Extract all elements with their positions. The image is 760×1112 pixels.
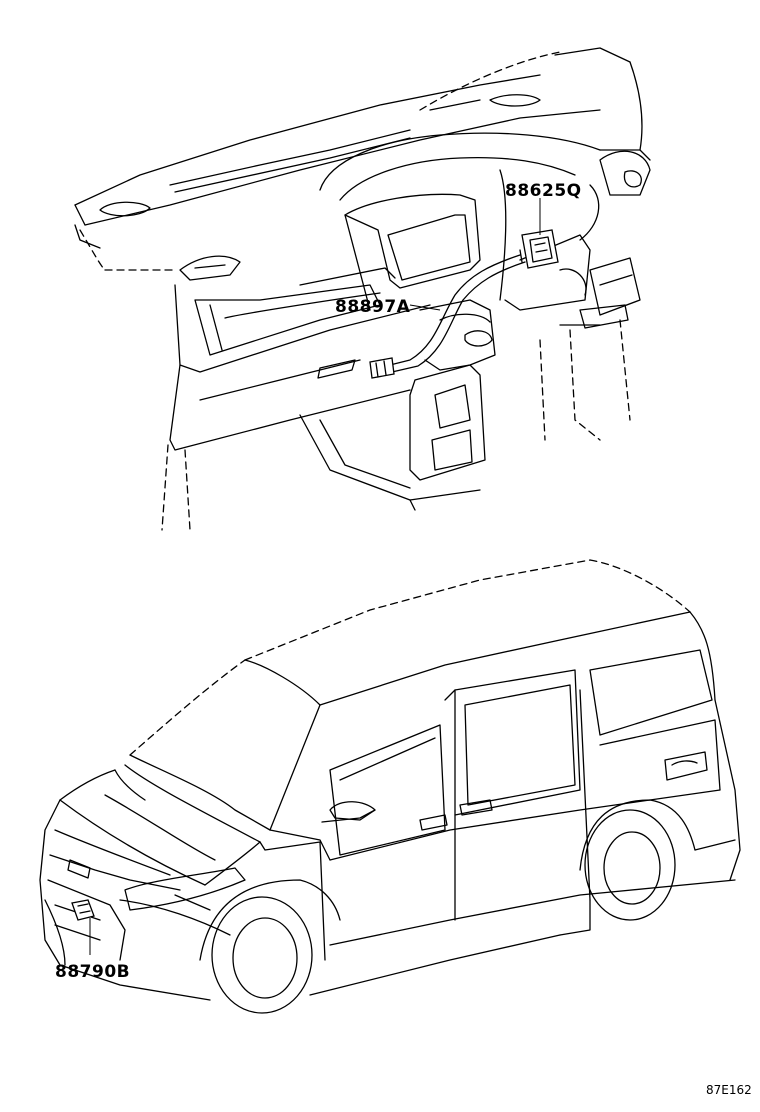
vehicle-illustration: [39, 559, 741, 1014]
dashboard-illustration: [74, 47, 651, 531]
leader-line-88897A: [409, 304, 441, 311]
callout-88897A: 88897A: [335, 297, 411, 317]
callout-88790B: 88790B: [55, 962, 130, 982]
illustration-code: 87E162: [706, 1083, 752, 1097]
callout-88625Q: 88625Q: [505, 181, 582, 201]
